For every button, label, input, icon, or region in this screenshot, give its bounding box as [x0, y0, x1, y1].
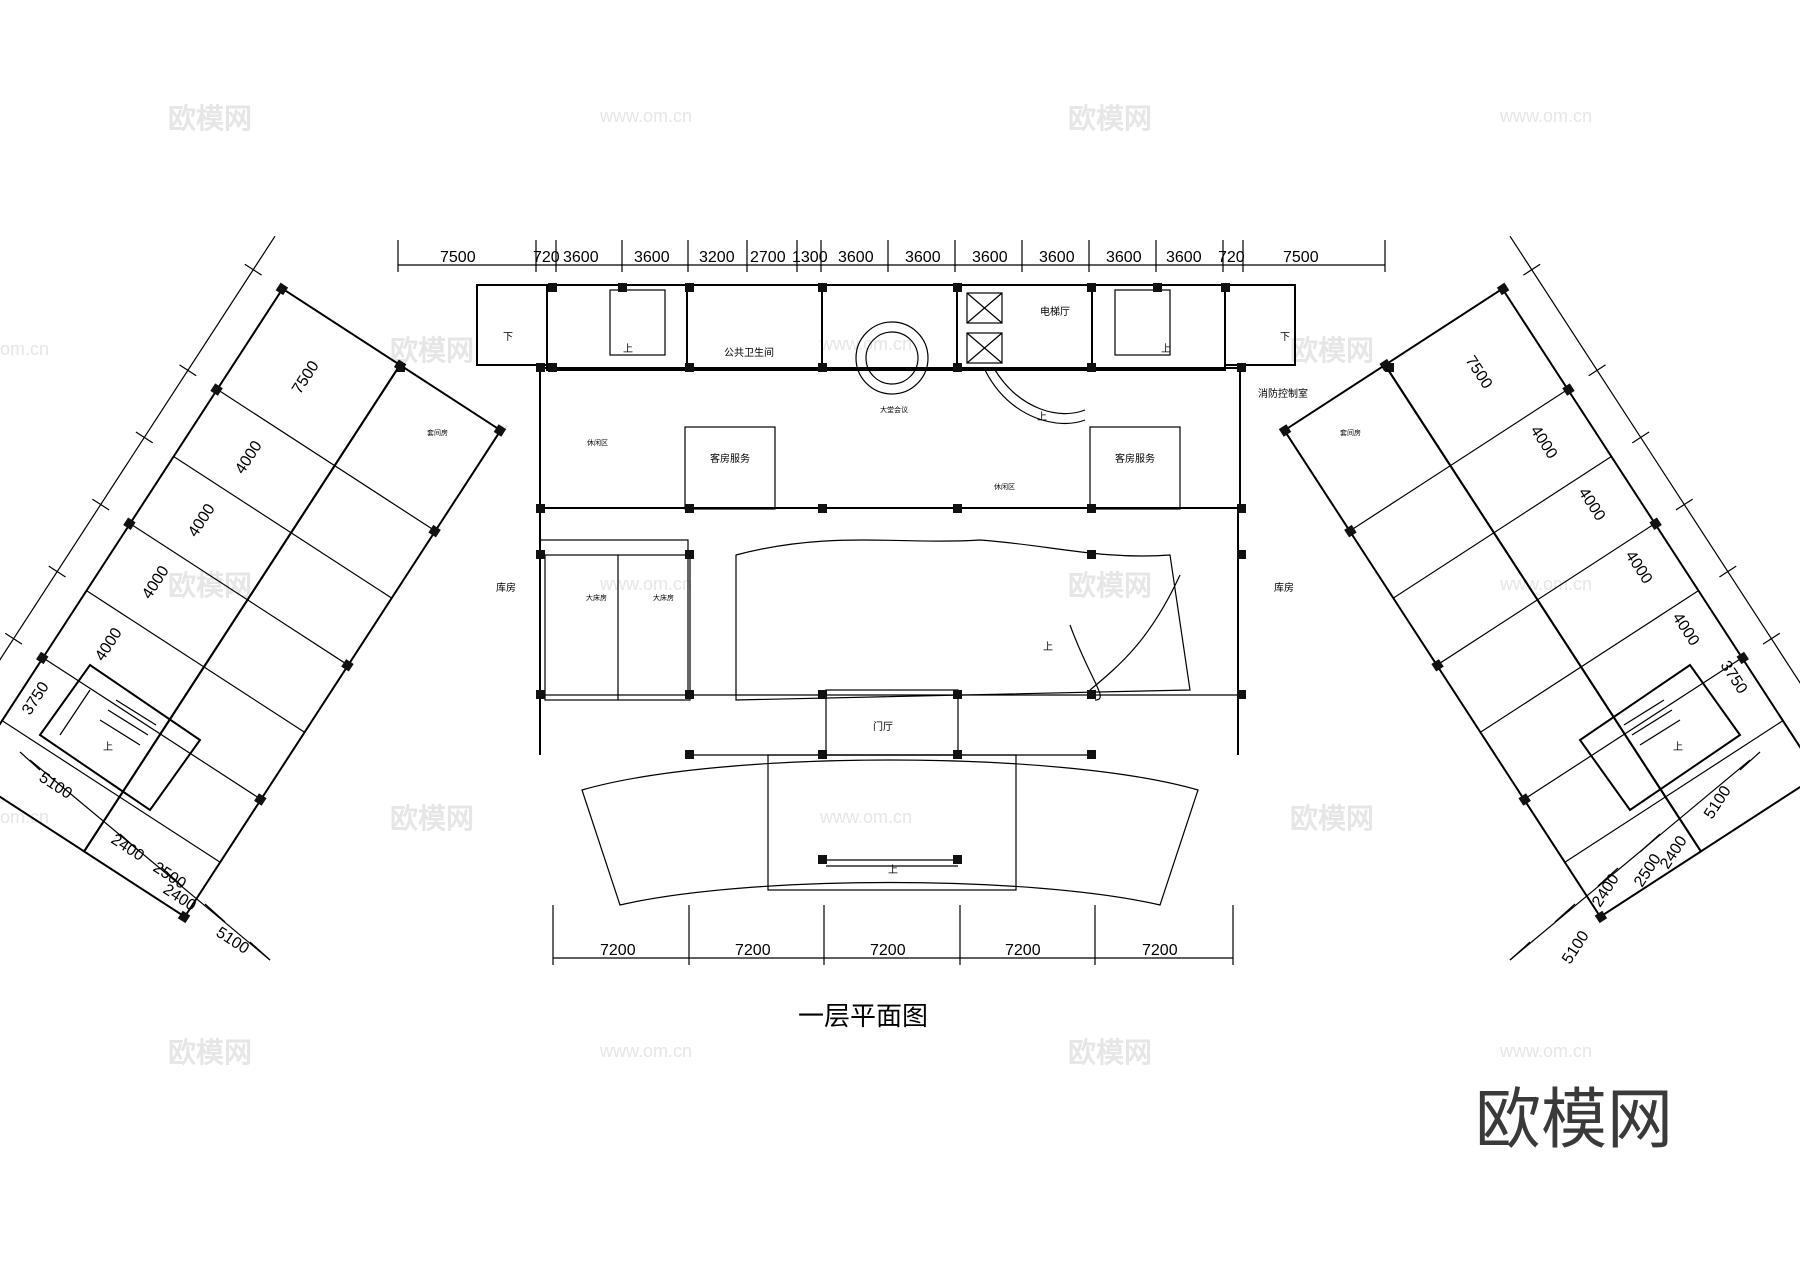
dim-top-15: 7500: [1283, 249, 1319, 266]
drawing-title: 一层平面图: [798, 1002, 928, 1032]
watermark-text: 欧模网: [390, 334, 474, 367]
dim-right-2: 4000: [1527, 423, 1561, 462]
right-stair-block: [1509, 663, 1761, 961]
dim-bottom-1: 7200: [600, 942, 636, 959]
dim-left-5: 4000: [92, 625, 126, 664]
label-vip-reception: 大堂会议: [880, 405, 908, 414]
dim-left-end-2: 2400: [108, 831, 147, 865]
left-guest-wing: [0, 235, 507, 924]
label-storage-right: 库房: [1274, 581, 1294, 594]
label-rest-area-right: 休闲区: [994, 482, 1015, 491]
dim-right-end-5: 5100: [1559, 928, 1593, 967]
dim-right-end-1: 5100: [1701, 783, 1735, 822]
label-stair-up: 上: [1037, 411, 1047, 423]
watermark-text: 欧模网: [1290, 802, 1374, 835]
dim-right-1: 7500: [1462, 353, 1496, 392]
label-stair-down: 下: [503, 332, 513, 343]
label-stair-up: 上: [1161, 343, 1171, 355]
dim-top-8: 3600: [838, 249, 874, 266]
label-stair-up: 上: [623, 343, 633, 355]
dim-top-6: 2700: [750, 249, 786, 266]
watermark-url: www.om.cn: [599, 574, 692, 594]
right-guest-wing: [1278, 235, 1800, 924]
dim-right-3: 4000: [1575, 485, 1609, 524]
label-stair-up: 上: [888, 864, 898, 876]
dim-top-7: 1300: [792, 249, 828, 266]
dim-top-9: 3600: [905, 249, 941, 266]
label-fire-control: 消防控制室: [1258, 387, 1308, 400]
watermark-text: 欧模网: [168, 569, 252, 602]
watermark-text: 欧模网: [1068, 1036, 1152, 1069]
label-guest-service-right: 客房服务: [1115, 452, 1155, 465]
dim-bottom-2: 7200: [735, 942, 771, 959]
dim-right-end-2: 2400: [1657, 833, 1691, 872]
dim-right-end-3: 2500: [1631, 851, 1665, 890]
watermark-url: www.om.cn: [599, 1041, 692, 1061]
watermark-text: 欧模网: [1068, 102, 1152, 135]
dim-top-5: 3200: [699, 249, 735, 266]
watermark-text: 欧模网: [390, 802, 474, 835]
dim-left-3: 4000: [185, 501, 219, 540]
watermark-url: www.om.cn: [1499, 106, 1592, 126]
label-public-wc: 公共卫生间: [724, 346, 774, 359]
watermark-url: www.om.cn: [599, 106, 692, 126]
watermark-url: om.cn: [0, 339, 49, 359]
dim-left-2: 4000: [232, 438, 266, 477]
dim-top-1: 7500: [440, 249, 476, 266]
dim-top-14: 720: [1218, 249, 1245, 266]
dim-bottom-4: 7200: [1005, 942, 1041, 959]
watermark-url: www.om.cn: [819, 807, 912, 827]
watermark-text: 欧模网: [168, 1036, 252, 1069]
room-labels: 公共卫生间 电梯厅 消防控制室 客房服务 客房服务 大堂会议 休闲区 休闲区 库…: [103, 305, 1683, 876]
watermark-text: 欧模网: [1068, 569, 1152, 602]
label-storage-left: 库房: [496, 581, 516, 594]
watermark-url: www.om.cn: [1499, 574, 1592, 594]
dim-left-end-1: 5100: [36, 769, 75, 803]
dim-bottom-3: 7200: [870, 942, 906, 959]
left-wing-dimensions: 7500 4000 4000 4000 4000 3750 5100 2400 …: [19, 358, 323, 958]
label-guest-service-left: 客房服务: [710, 452, 750, 465]
watermark-url: www.om.cn: [819, 334, 912, 354]
watermark-text: 欧模网: [168, 102, 252, 135]
dim-bottom-5: 7200: [1142, 942, 1178, 959]
dim-left-6: 3750: [19, 679, 53, 718]
left-stair-block: [19, 663, 271, 961]
label-entrance-hall: 门厅: [873, 720, 893, 733]
label-big-bed-room: 大床房: [653, 593, 674, 602]
dim-top-4: 3600: [634, 249, 670, 266]
label-suite: 套间房: [1340, 428, 1361, 437]
dim-top-3: 3600: [563, 249, 599, 266]
dim-top-13: 3600: [1166, 249, 1202, 266]
site-logo: 欧模网: [1475, 1081, 1673, 1158]
dim-left-1: 7500: [289, 358, 323, 397]
label-stair-up: 上: [1673, 741, 1683, 753]
dim-right-5: 4000: [1669, 610, 1703, 649]
label-suite: 套间房: [427, 428, 448, 437]
watermark-text: 欧模网: [1290, 334, 1374, 367]
dim-top-2: 720: [533, 249, 560, 266]
label-big-bed-room: 大床房: [586, 593, 607, 602]
dim-top-11: 3600: [1039, 249, 1075, 266]
label-elevator-hall: 电梯厅: [1040, 305, 1070, 318]
label-rest-area-left: 休闲区: [587, 438, 608, 447]
watermark-url: www.om.cn: [1499, 1041, 1592, 1061]
watermark-url: om.cn: [0, 807, 49, 827]
label-stair-down: 下: [1280, 332, 1290, 343]
top-dimension-line: 7500 720 3600 3600 3200 2700 1300 3600 3…: [397, 240, 1386, 272]
label-stair-up: 上: [1043, 641, 1053, 653]
label-stair-up: 上: [103, 741, 113, 753]
bottom-dimension-line: 7200 7200 7200 7200 7200: [552, 905, 1234, 965]
dim-right-4: 4000: [1622, 548, 1656, 587]
watermark-layer: 欧模网 www.om.cn 欧模网 www.om.cn om.cn 欧模网 ww…: [0, 102, 1592, 1069]
dim-top-12: 3600: [1106, 249, 1142, 266]
dim-top-10: 3600: [972, 249, 1008, 266]
right-wing-dimensions: 7500 4000 4000 4000 4000 3750 5100 2400 …: [1462, 353, 1751, 967]
